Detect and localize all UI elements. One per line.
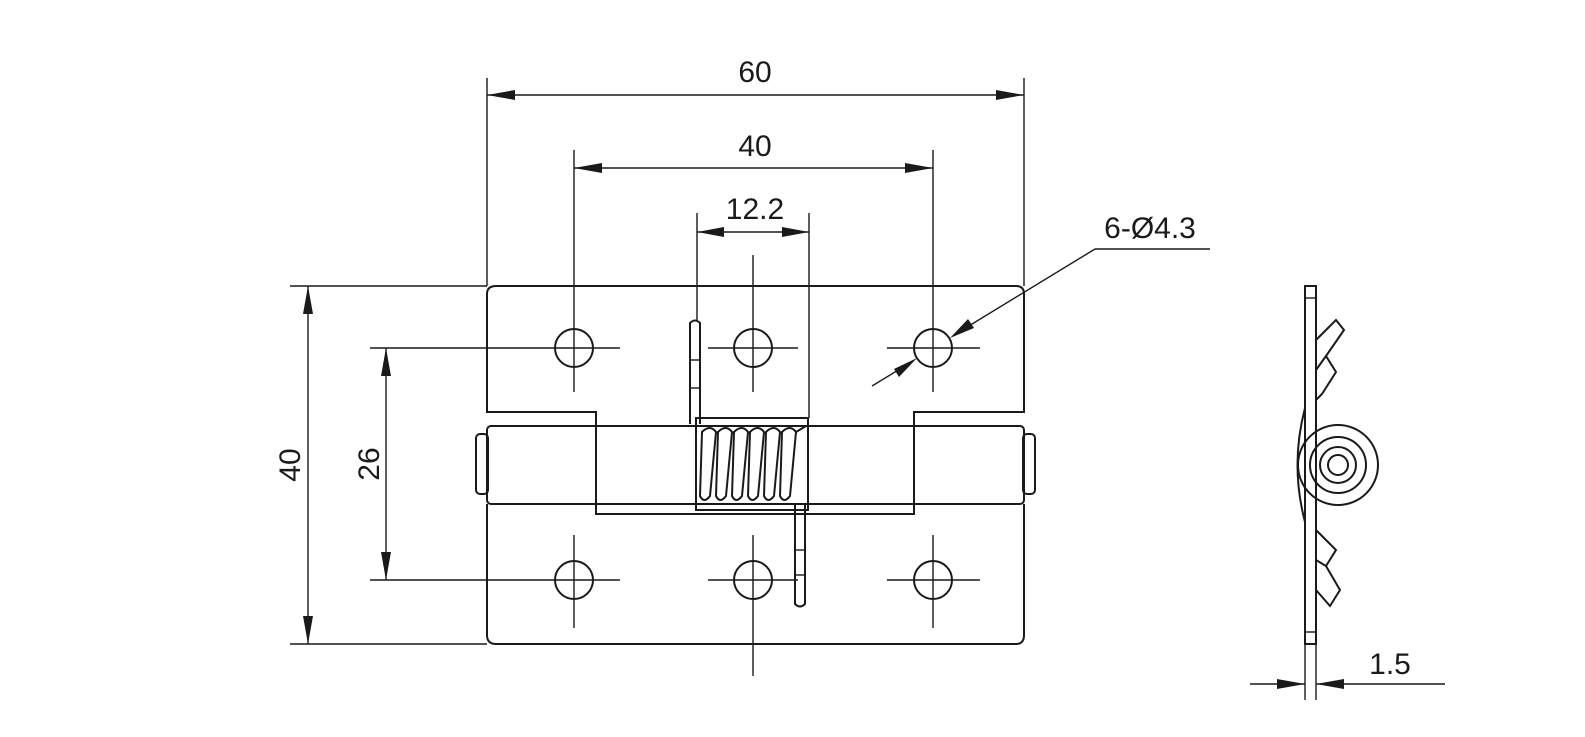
spring-leg-lower xyxy=(794,505,806,608)
torsion-spring xyxy=(695,417,809,511)
center-lines xyxy=(290,78,1025,676)
hole-callout-label: 6-Ø4.3 xyxy=(1104,212,1196,245)
thickness-label: 1.5 xyxy=(1369,648,1411,681)
hinge-front-view xyxy=(475,285,1036,645)
center-knuckle xyxy=(595,426,915,515)
dimension-overall-width: 60 xyxy=(487,56,1024,100)
overall-width-label: 60 xyxy=(738,56,771,89)
hole-pitch-horizontal-label: 40 xyxy=(738,130,771,163)
hinge-side-view xyxy=(1296,285,1379,700)
knuckle-band xyxy=(486,425,1025,505)
dimension-overall-height: 40 xyxy=(274,286,313,644)
pin-cap-left xyxy=(475,433,489,495)
dimension-hole-pitch-horizontal: 40 xyxy=(574,130,933,173)
dimension-thickness: 1.5 xyxy=(1250,648,1445,689)
lower-leaf-outline xyxy=(486,504,1025,645)
upper-leaf-outline xyxy=(486,285,1025,427)
hole-callout: 6-Ø4.3 xyxy=(871,212,1210,387)
hole-pitch-vertical-label: 26 xyxy=(353,447,386,480)
spring-width-label: 12.2 xyxy=(726,193,784,226)
spring-leg-upper xyxy=(689,319,701,424)
dimension-spring-width: 12.2 xyxy=(697,193,809,237)
overall-height-label: 40 xyxy=(274,448,307,481)
dimension-hole-pitch-vertical: 26 xyxy=(353,348,391,580)
pin-cap-right xyxy=(1022,433,1036,495)
